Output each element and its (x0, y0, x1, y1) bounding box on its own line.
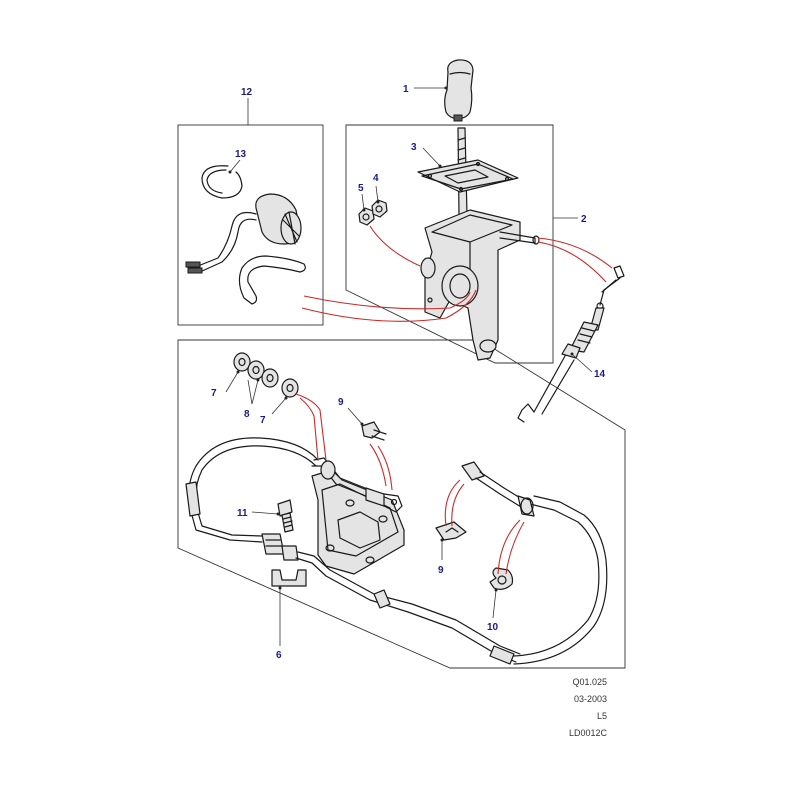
retaining-clip-upper (361, 421, 387, 441)
cable-end-upper (517, 265, 625, 423)
callout-13: 13 (235, 149, 247, 160)
cable-saddle-clip (271, 569, 307, 587)
callout-9-upper: 9 (338, 397, 344, 408)
red-link-lines (295, 225, 613, 575)
drawing-code: LD0012C (568, 728, 607, 738)
cable-end-right (461, 461, 535, 517)
washer-set (233, 352, 299, 398)
callout-7-left: 7 (211, 388, 217, 399)
cable-end-bracket-side (311, 457, 403, 513)
gear-knob (444, 59, 474, 122)
callout-3: 3 (411, 142, 417, 153)
frame-box-12 (177, 124, 324, 326)
callout-8: 8 (244, 409, 250, 420)
callout-2: 2 (581, 214, 587, 225)
callout-7-right: 7 (260, 415, 266, 426)
frame-box-2 (345, 124, 554, 364)
washer-nut (371, 199, 388, 218)
callout-5: 5 (358, 183, 364, 194)
drawing-model: L5 (596, 711, 607, 721)
callout-11: 11 (237, 508, 248, 519)
callout-6: 6 (276, 650, 282, 661)
curved-hose (238, 255, 306, 305)
rubber-bush (185, 193, 302, 274)
e-clip (489, 567, 514, 590)
leader-lines (225, 86, 593, 646)
lower-shift-cable (185, 437, 608, 665)
bracket-bolt (277, 499, 294, 533)
callout-9-lower: 9 (438, 565, 444, 576)
callout-1: 1 (403, 84, 409, 95)
drawing-date: 03-2003 (573, 694, 607, 704)
lock-nut (358, 207, 375, 226)
drawing-ref: Q01.025 (572, 677, 607, 687)
shift-housing (420, 209, 540, 361)
callout-14: 14 (594, 369, 606, 380)
callout-4: 4 (373, 173, 379, 184)
callout-10: 10 (487, 622, 499, 633)
callout-12: 12 (241, 87, 253, 98)
circlip (201, 165, 243, 199)
retaining-clip-lower (435, 521, 467, 541)
gaiter-plate (417, 159, 519, 193)
